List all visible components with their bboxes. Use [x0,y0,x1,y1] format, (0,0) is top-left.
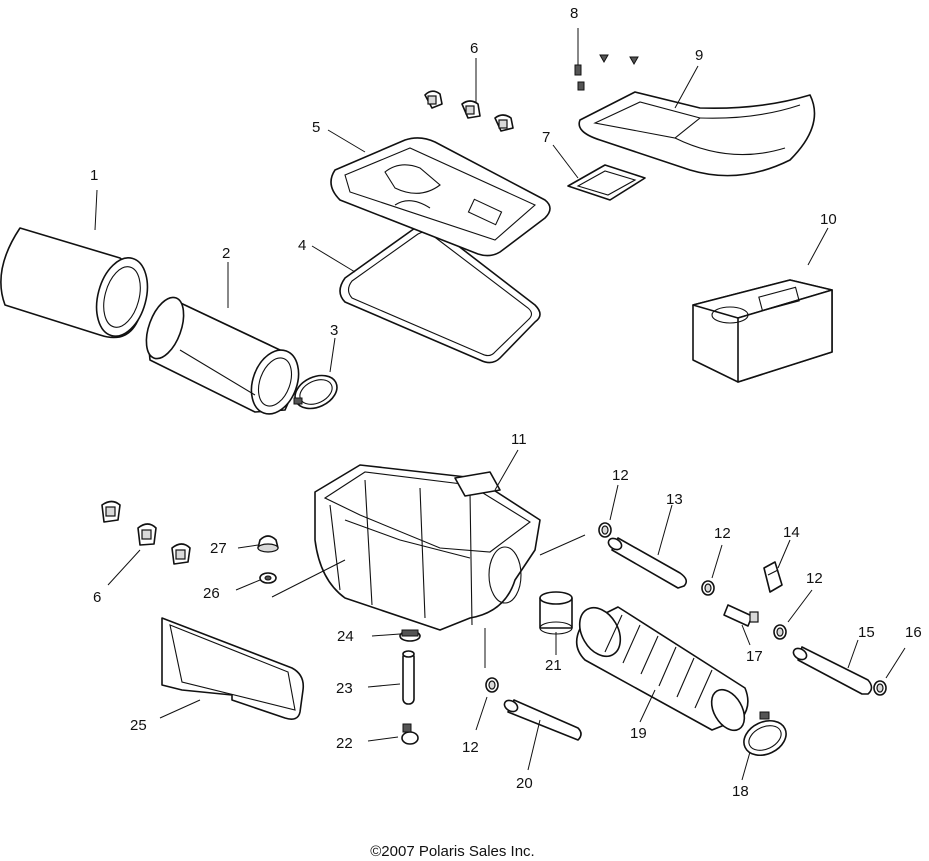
part-4-gasket [339,224,541,364]
callout-11: 11 [511,431,527,448]
part-13-hose [607,537,688,589]
callout-14: 14 [783,524,800,541]
callout-20: 20 [516,775,533,792]
part-22-clamp [401,723,419,745]
part-17-fitting [723,604,759,627]
callout-25: 25 [130,717,147,734]
callout-7: 7 [542,129,550,146]
part-11-airbox-base [314,464,541,631]
part-18-clamp [743,711,787,757]
part-3-clamp [293,374,338,410]
part-1-prefilter [0,227,149,339]
part-20-tube [503,699,582,741]
part-23-drain-tube [402,650,415,705]
part-27-grommet [257,535,279,553]
callout-5: 5 [312,119,320,136]
callout-18: 18 [732,783,749,800]
callout-26: 26 [203,585,220,602]
callout-9: 9 [695,47,703,64]
callout-4: 4 [298,237,306,254]
callout-16: 16 [905,624,922,641]
callout-24: 24 [337,628,354,645]
part-15-hose [792,646,873,695]
copyright-notice: ©2007 Polaris Sales Inc. [370,843,535,860]
callout-22: 22 [336,735,353,752]
callout-6-left: 6 [93,589,101,606]
part-6-latches-top [424,90,514,132]
part-24-clip [399,629,421,642]
part-21-coupler [539,591,573,635]
callout-12b: 12 [714,525,731,542]
callout-12a: 12 [612,467,629,484]
part-12-clamp-d [485,677,499,693]
callout-19: 19 [630,725,647,742]
callout-23: 23 [336,680,353,697]
callout-13: 13 [666,491,683,508]
callout-8: 8 [570,5,578,22]
callout-17: 17 [746,648,763,665]
part-8-screws [574,28,639,91]
callout-15: 15 [858,624,875,641]
part-16-clamp [873,680,887,696]
part-5-lid [330,137,551,257]
callout-3: 3 [330,322,338,339]
callout-27: 27 [210,540,227,557]
part-25-panel [161,617,305,720]
callout-12c: 12 [806,570,823,587]
callout-1: 1 [90,167,98,184]
part-14-bracket [763,561,783,593]
callout-6-top: 6 [470,40,478,57]
part-12-clamp-a [598,522,612,538]
part-12-clamp-b [701,580,715,596]
part-26-washer [259,572,277,584]
callout-2: 2 [222,245,230,262]
part-6-latches-left [101,500,191,565]
callout-10: 10 [820,211,837,228]
callout-12d: 12 [462,739,479,756]
part-9-duct [578,91,816,177]
part-2-filter [145,296,300,415]
part-10-foam [692,279,833,383]
part-7-plate [567,164,646,201]
part-19-bellows [575,606,749,732]
part-12-clamp-c [773,624,787,640]
callout-21: 21 [545,657,562,674]
